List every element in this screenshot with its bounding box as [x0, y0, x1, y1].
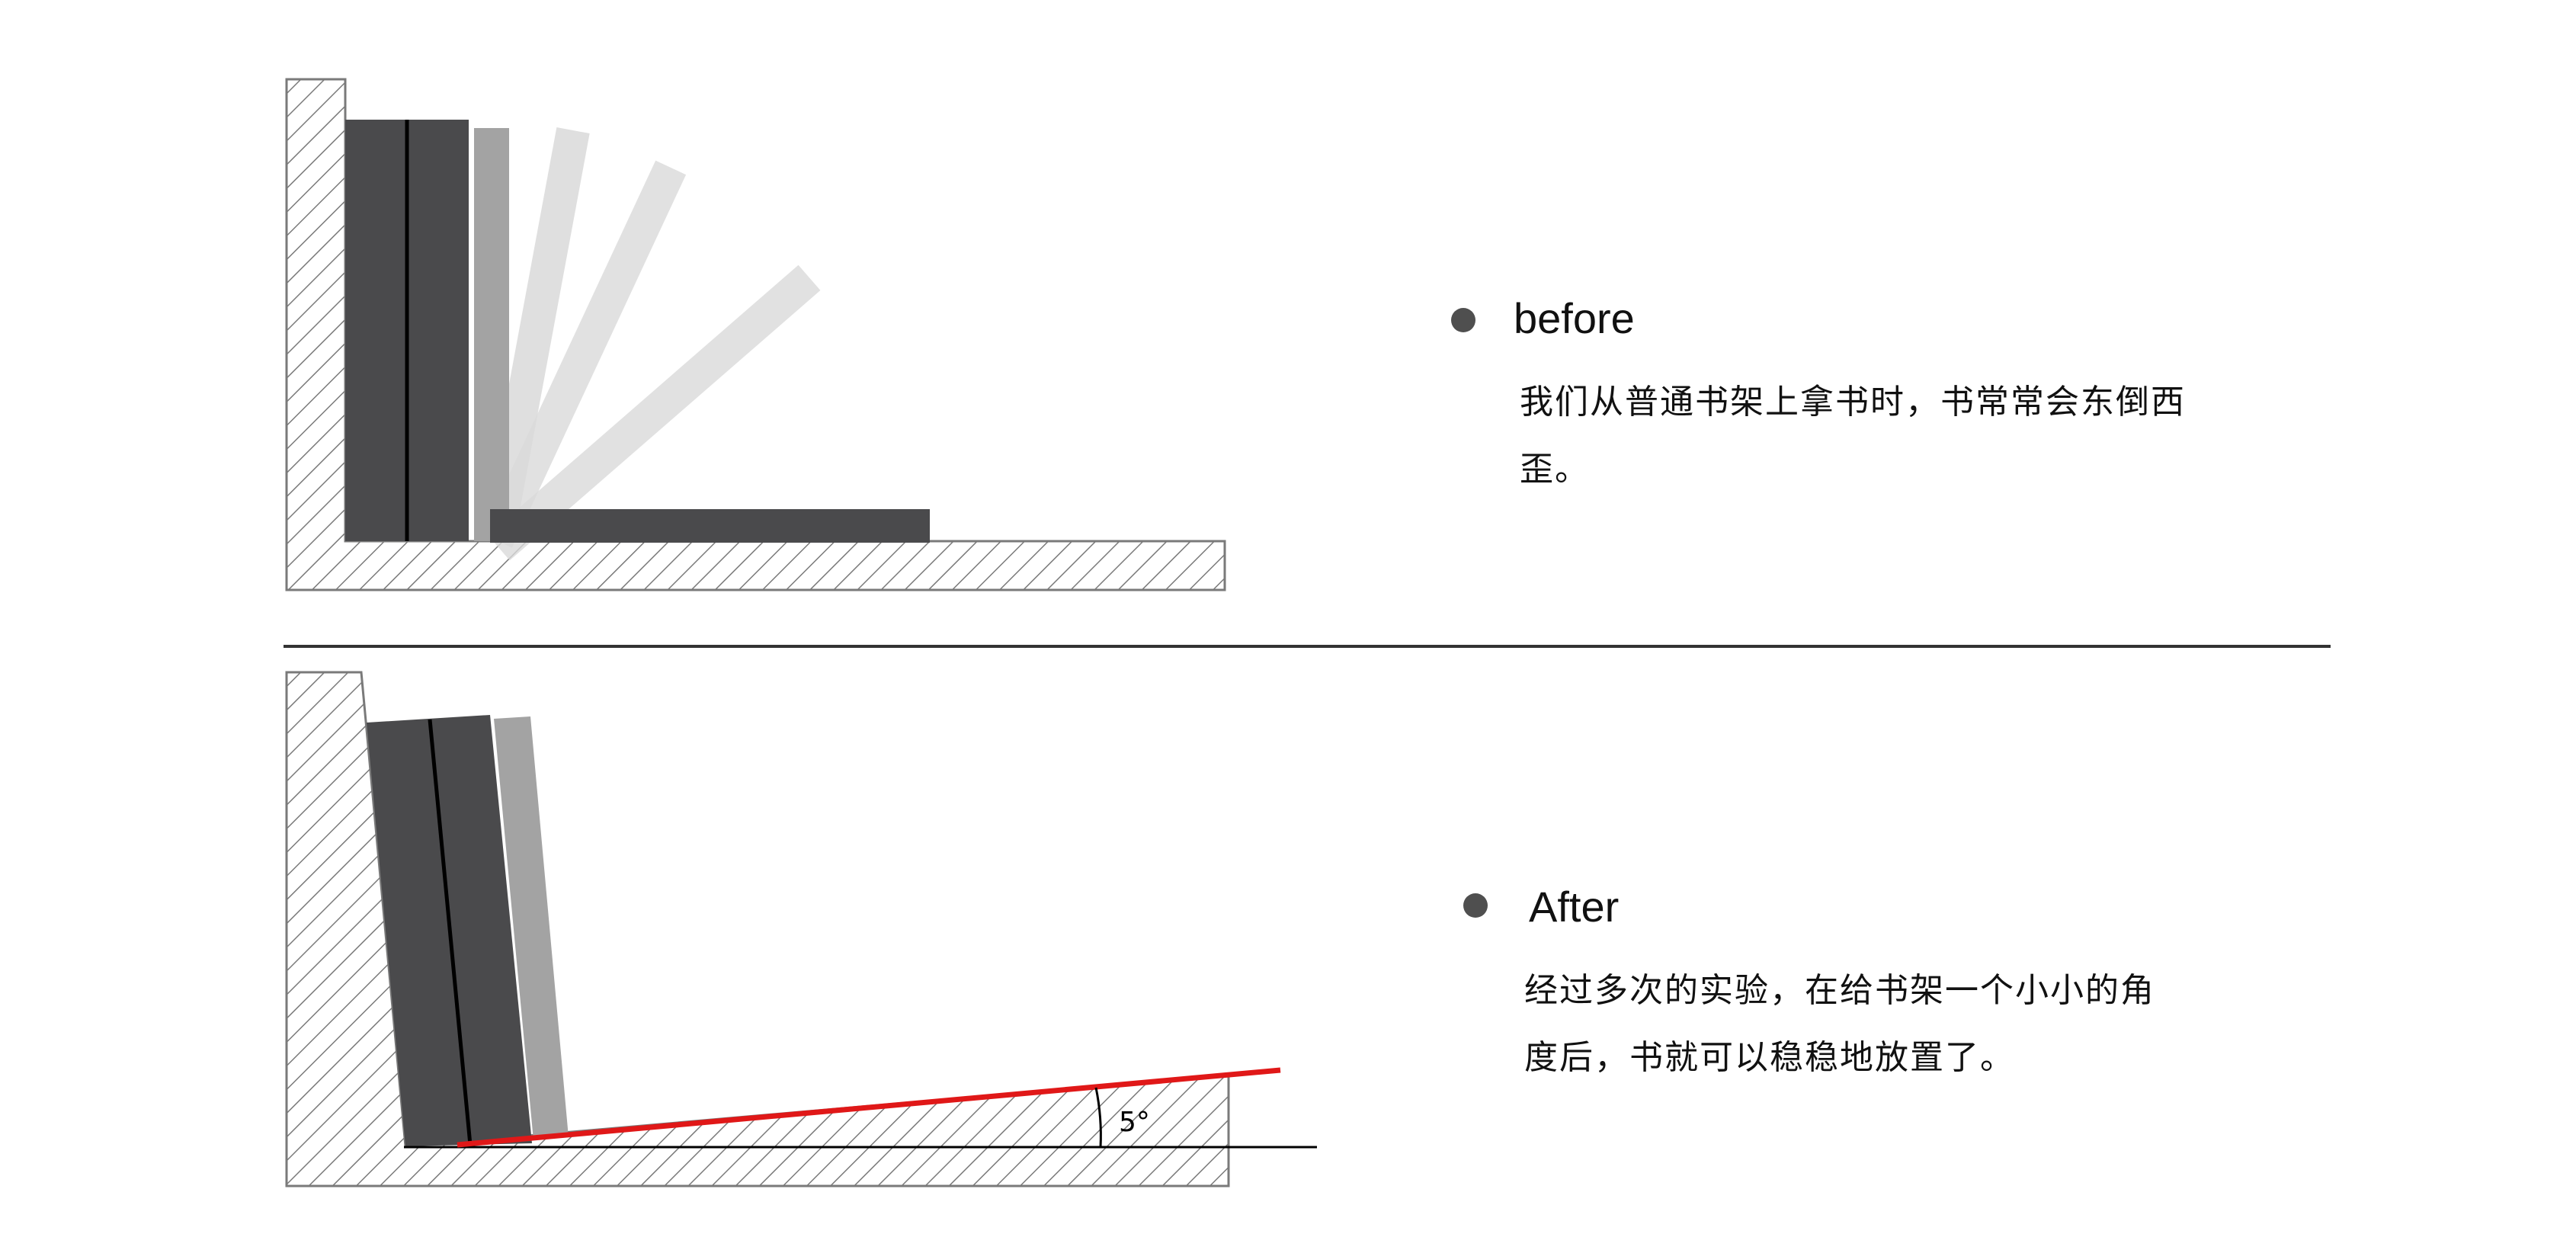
falling-book-ghost-2: [482, 160, 687, 548]
book-tilted-spine: [428, 719, 473, 1146]
before-heading: before: [1514, 294, 1635, 342]
after-shelf-diagram: 5°: [285, 671, 1317, 1188]
before-shelf-wall: [285, 78, 1226, 591]
angle-arc: [1094, 1087, 1102, 1148]
after-heading: After: [1529, 883, 1620, 931]
falling-book-ghost-3: [488, 264, 821, 561]
before-bullet: [1451, 308, 1475, 332]
before-shelf-diagram: [285, 78, 1226, 591]
angle-line: [457, 1067, 1281, 1148]
book-fallen: [490, 509, 930, 543]
after-description: 经过多次的实验，在给书架一个小小的角度后，书就可以稳稳地放置了。: [1524, 971, 2155, 1077]
book-upright-2: [474, 128, 509, 541]
after-bullet: [1463, 893, 1488, 918]
angle-label: 5°: [1119, 1107, 1150, 1138]
book-tilted-2: [494, 716, 569, 1140]
before-description: 我们从普通书架上拿书时，书常常会东倒西歪。: [1520, 383, 2186, 489]
